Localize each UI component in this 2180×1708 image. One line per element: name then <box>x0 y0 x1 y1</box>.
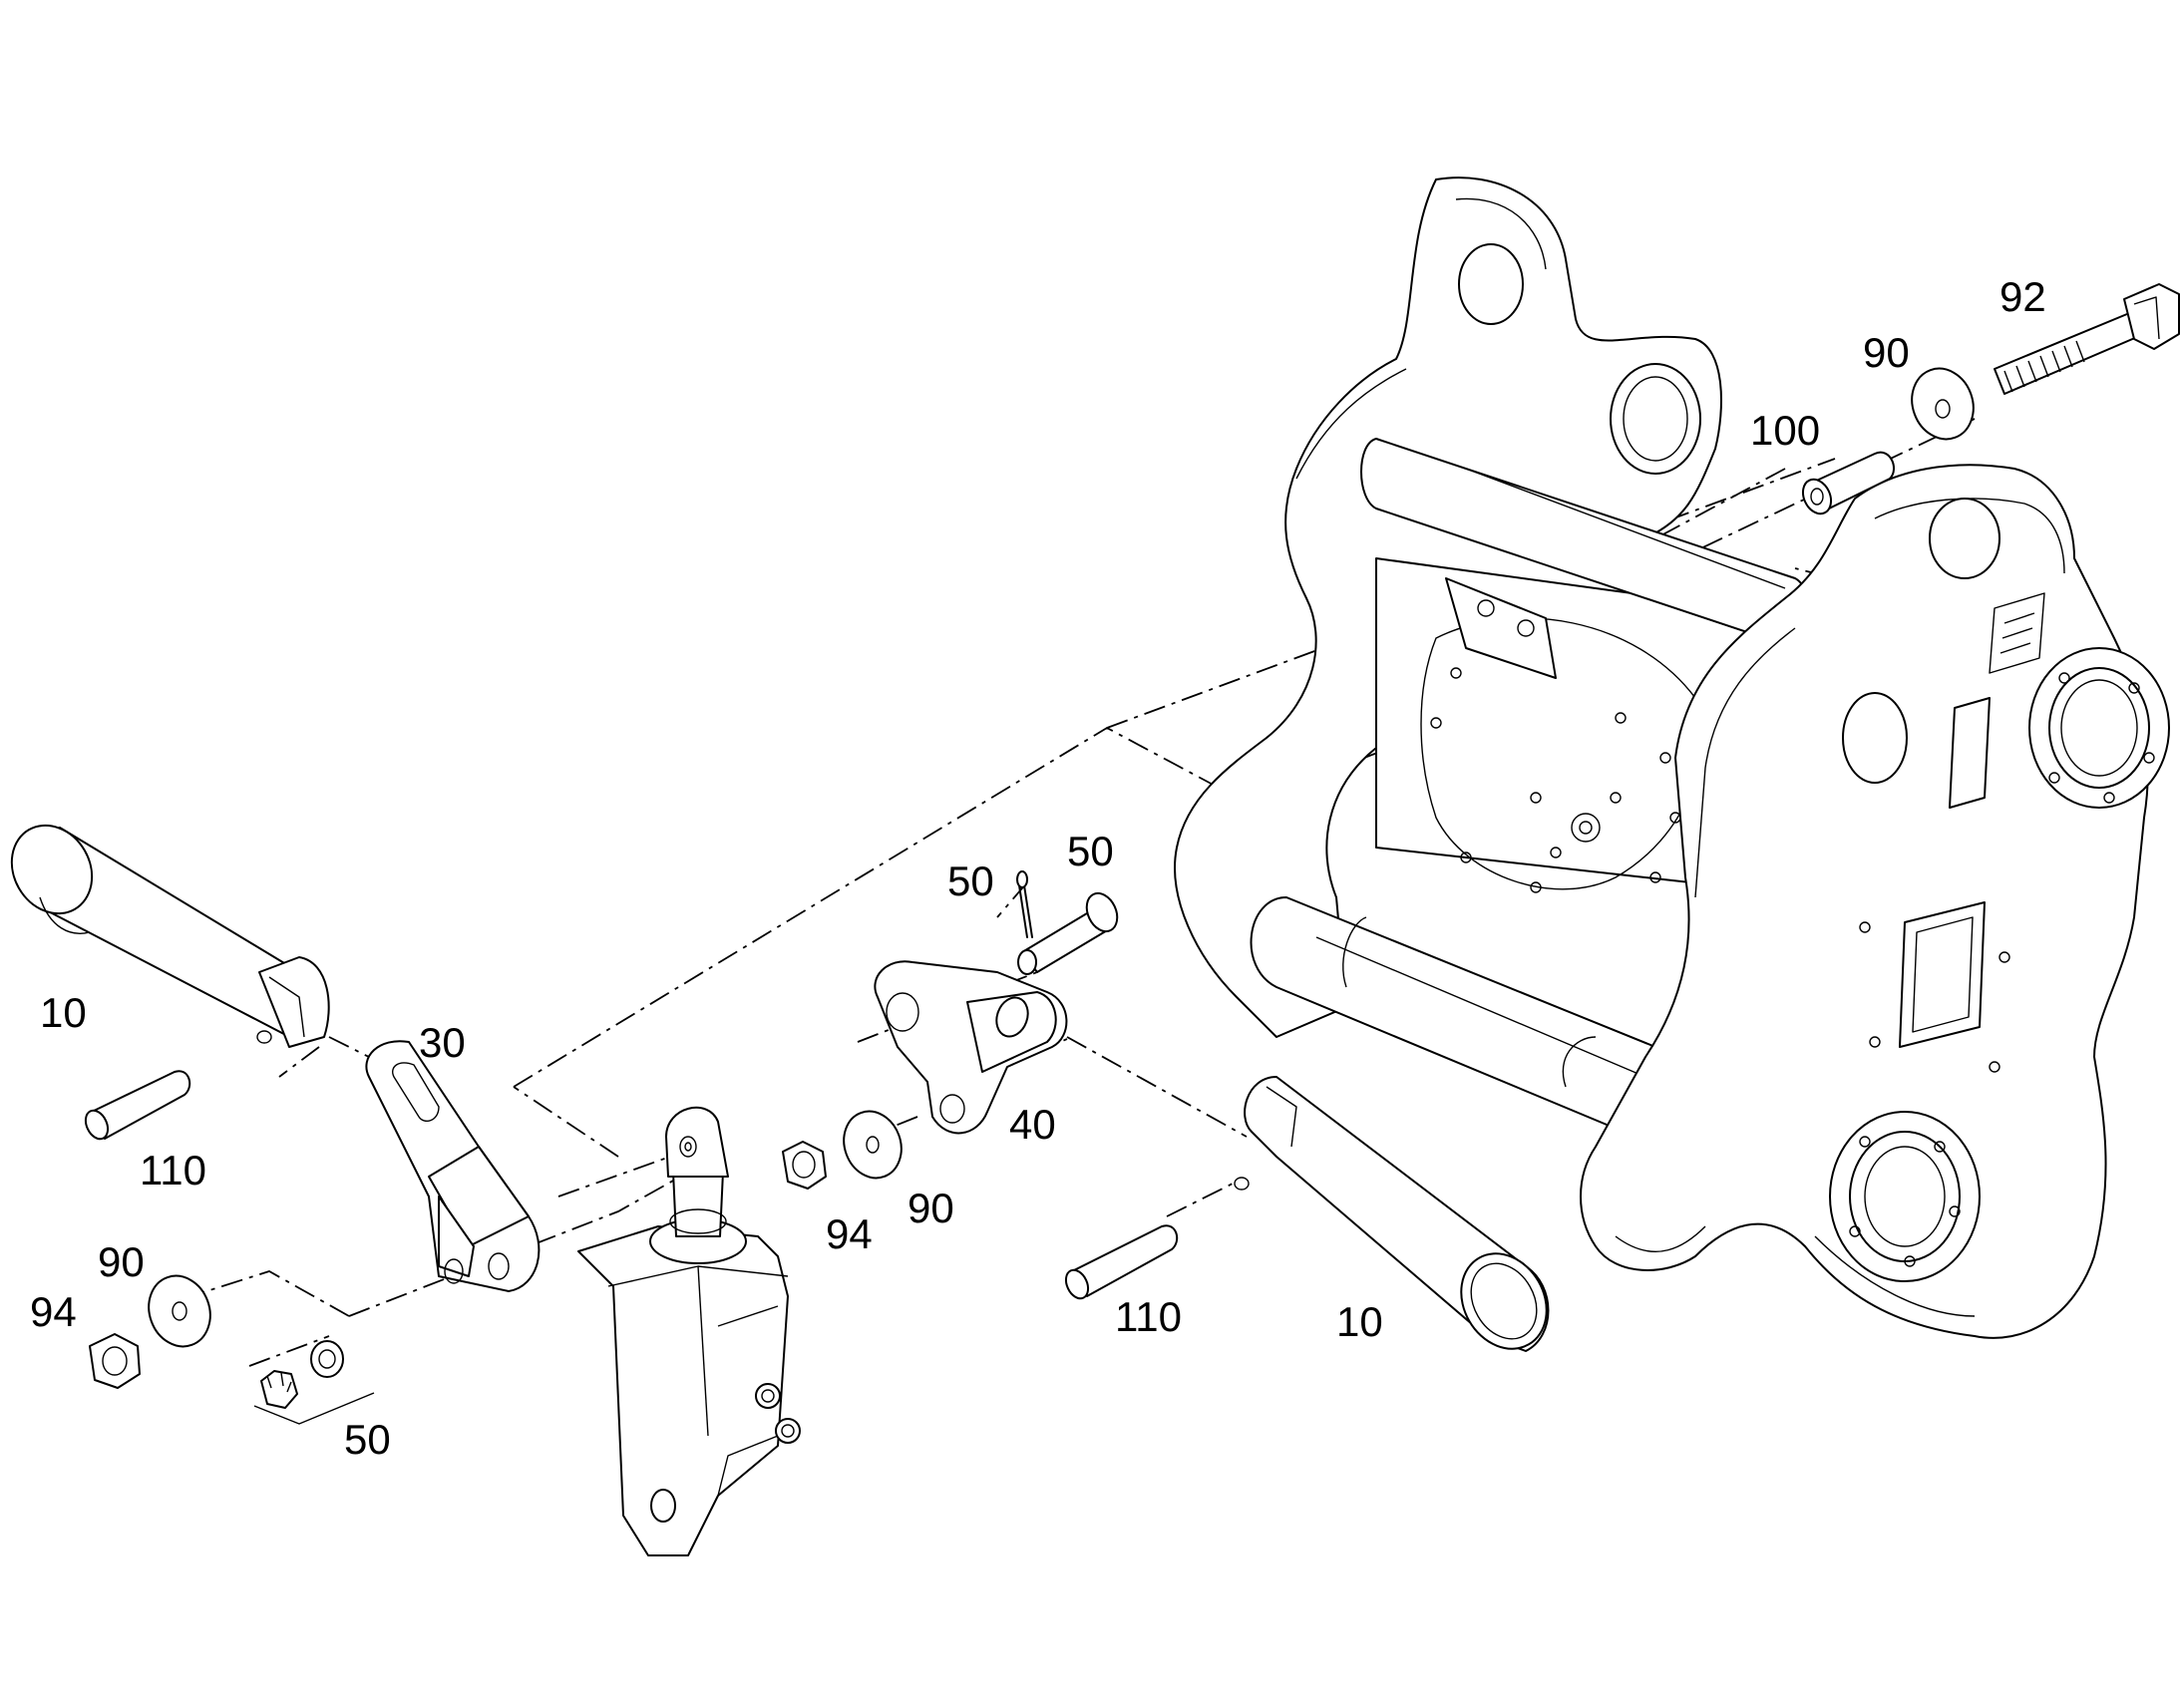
upper-bush <box>2028 647 2170 809</box>
callout-40: 40 <box>1009 1101 1056 1148</box>
inspection-window <box>1899 901 1986 1048</box>
bracket <box>874 960 1068 1135</box>
callout-labels: 92 90 100 50 50 10 30 110 40 94 90 90 94… <box>30 273 2046 1463</box>
callout-10-right: 10 <box>1336 1298 1383 1345</box>
pin-left <box>10 824 330 1048</box>
logo-plate <box>1989 592 2045 674</box>
lower-bush <box>1829 1111 1981 1282</box>
hydraulic-cylinder-mount <box>577 1106 801 1556</box>
callout-90-middle: 90 <box>908 1185 954 1231</box>
callout-50-cotter: 50 <box>947 857 994 904</box>
callout-10-left: 10 <box>40 989 87 1036</box>
callout-100: 100 <box>1750 407 1820 454</box>
flat-washer-middle <box>843 1110 903 1180</box>
callout-30: 30 <box>419 1019 466 1066</box>
roll-pin-right <box>1064 1224 1179 1300</box>
callout-90-top: 90 <box>1863 329 1910 376</box>
spacer-sleeve <box>1801 451 1895 515</box>
roll-pin-left <box>84 1070 191 1141</box>
pin-right <box>1234 1076 1550 1352</box>
link-arm <box>365 1040 541 1292</box>
clevis-pin <box>1017 891 1119 975</box>
callout-110-left: 110 <box>140 1147 206 1194</box>
flat-washer-left <box>148 1274 211 1348</box>
callout-110-right: 110 <box>1115 1293 1182 1340</box>
callout-90-left: 90 <box>98 1238 145 1285</box>
flat-washer-top <box>1911 367 1975 441</box>
hex-bolt <box>1994 283 2180 395</box>
callout-50-pin: 50 <box>1067 828 1114 874</box>
coupler-frame <box>1174 176 2170 1339</box>
callout-92: 92 <box>1999 273 2046 320</box>
cotter-pin <box>1016 870 1033 938</box>
callout-94-left: 94 <box>30 1288 77 1335</box>
lock-nut-left <box>89 1333 141 1389</box>
castle-nut <box>260 1370 298 1409</box>
lock-nut-middle <box>782 1141 827 1190</box>
callout-50-nut: 50 <box>344 1416 391 1463</box>
callout-94-middle: 94 <box>826 1210 873 1257</box>
callout-bracket <box>253 1392 375 1425</box>
retaining-washer <box>310 1340 344 1378</box>
